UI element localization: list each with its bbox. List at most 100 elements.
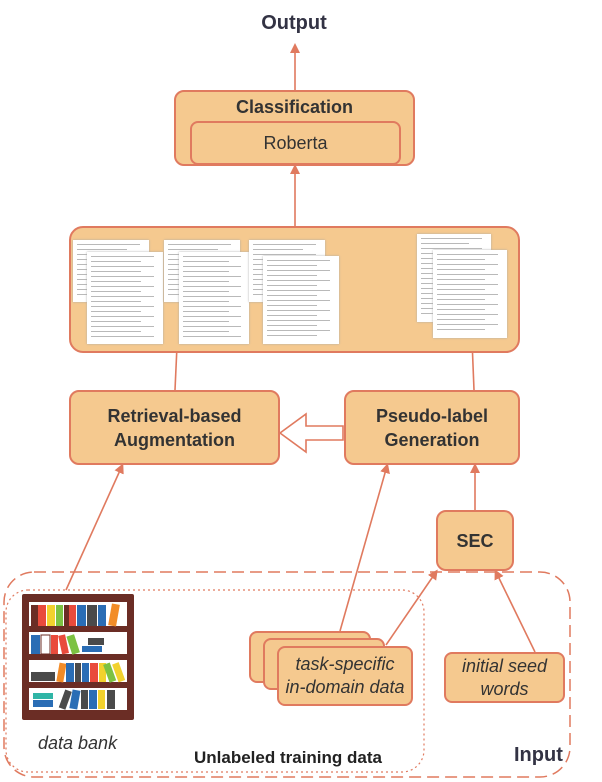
document-text-line — [77, 244, 140, 245]
document-text-line — [91, 336, 154, 337]
task-data-line1: task-specific — [295, 654, 395, 674]
document-text-line — [183, 291, 229, 292]
seed-words-box: initial seed words — [444, 652, 565, 703]
retrieval-line1: Retrieval-based — [107, 405, 242, 426]
document-text-line — [183, 321, 229, 322]
document-text-line — [437, 284, 498, 285]
document-text-line — [91, 321, 141, 322]
document-text-line — [91, 301, 141, 302]
document-text-line — [267, 310, 330, 311]
document-text-line — [91, 331, 141, 332]
document-text-line — [437, 274, 498, 275]
document-text-line — [91, 281, 141, 282]
pseudo-line2: Generation — [384, 429, 480, 450]
document-text-line — [183, 311, 229, 312]
document-text-line — [91, 271, 141, 272]
pseudo-line1: Pseudo-label — [375, 405, 489, 426]
arrow-seed-to-sec — [494, 569, 536, 653]
arrow-databank-to-retrieval — [65, 463, 124, 591]
hollow-arrow-pseudo-to-retrieval — [278, 412, 344, 454]
document-text-line — [183, 276, 241, 277]
document-text-line — [91, 291, 141, 292]
document-text-line — [421, 238, 482, 239]
document-text-line — [183, 281, 229, 282]
seed-line1: initial seed — [461, 655, 548, 676]
arrow-taskdata-to-pseudo — [339, 463, 390, 632]
pseudo-label-box: Pseudo-label Generation — [344, 390, 520, 465]
document-text-line — [267, 300, 330, 301]
unlabeled-data-label: Unlabeled training data — [194, 748, 382, 767]
retrieval-augmentation-box: Retrieval-based Augmentation — [69, 390, 280, 465]
document-text-line — [437, 269, 485, 270]
document-thumbnail — [263, 256, 339, 344]
document-text-line — [267, 335, 317, 336]
document-text-line — [437, 304, 498, 305]
document-text-line — [183, 306, 241, 307]
document-text-line — [183, 336, 241, 337]
document-text-line — [253, 244, 316, 245]
document-text-line — [437, 299, 485, 300]
document-text-line — [91, 266, 154, 267]
document-text-line — [437, 264, 498, 265]
document-text-line — [183, 271, 229, 272]
document-text-line — [253, 249, 303, 250]
sec-box: SEC — [436, 510, 514, 571]
arrow-taskdata-to-sec — [385, 569, 438, 646]
document-text-line — [267, 325, 317, 326]
document-text-line — [267, 320, 330, 321]
document-text-line — [267, 265, 317, 266]
document-text-line — [267, 330, 330, 331]
document-text-line — [91, 296, 154, 297]
task-data-line2: in-domain data — [285, 677, 405, 697]
document-text-line — [91, 316, 154, 317]
document-text-line — [183, 326, 241, 327]
document-text-line — [91, 326, 154, 327]
data-bank-label: data bank — [38, 733, 118, 753]
document-text-line — [183, 286, 241, 287]
input-label: Input — [514, 744, 563, 766]
augmented-documents-panel — [69, 226, 520, 353]
document-text-line — [168, 244, 231, 245]
document-text-line — [183, 266, 241, 267]
document-text-line — [437, 314, 498, 315]
document-text-line — [437, 279, 485, 280]
document-text-line — [91, 286, 154, 287]
document-text-line — [183, 296, 241, 297]
document-text-line — [183, 301, 229, 302]
document-text-line — [183, 316, 241, 317]
roberta-box: Roberta — [190, 121, 401, 165]
document-text-line — [91, 256, 154, 257]
classification-title: Classification — [235, 97, 354, 117]
document-text-line — [183, 256, 241, 257]
document-text-line — [437, 309, 485, 310]
input-region — [3, 571, 571, 778]
document-text-line — [267, 295, 317, 296]
document-text-line — [437, 319, 485, 320]
document-text-line — [168, 249, 218, 250]
document-text-line — [437, 254, 498, 255]
document-text-line — [253, 254, 316, 255]
document-text-line — [183, 331, 229, 332]
retrieval-line2: Augmentation — [114, 429, 235, 450]
document-text-line — [267, 315, 317, 316]
document-text-line — [267, 270, 330, 271]
output-label: Output — [261, 11, 327, 34]
document-text-line — [77, 249, 127, 250]
document-text-line — [421, 248, 482, 249]
document-text-line — [267, 280, 330, 281]
document-text-line — [437, 329, 485, 330]
document-text-line — [267, 305, 317, 306]
document-text-line — [267, 275, 317, 276]
document-text-line — [91, 261, 141, 262]
document-text-line — [267, 290, 330, 291]
document-text-line — [437, 289, 485, 290]
document-text-line — [437, 259, 485, 260]
classification-box: Classification Roberta — [174, 90, 415, 166]
document-thumbnail — [87, 252, 163, 344]
document-text-line — [91, 306, 154, 307]
document-text-line — [421, 243, 469, 244]
task-data-box: task-specific in-domain data — [277, 646, 413, 706]
unlabeled-region — [5, 589, 425, 773]
seed-line2: words — [480, 678, 529, 699]
document-text-line — [267, 285, 317, 286]
